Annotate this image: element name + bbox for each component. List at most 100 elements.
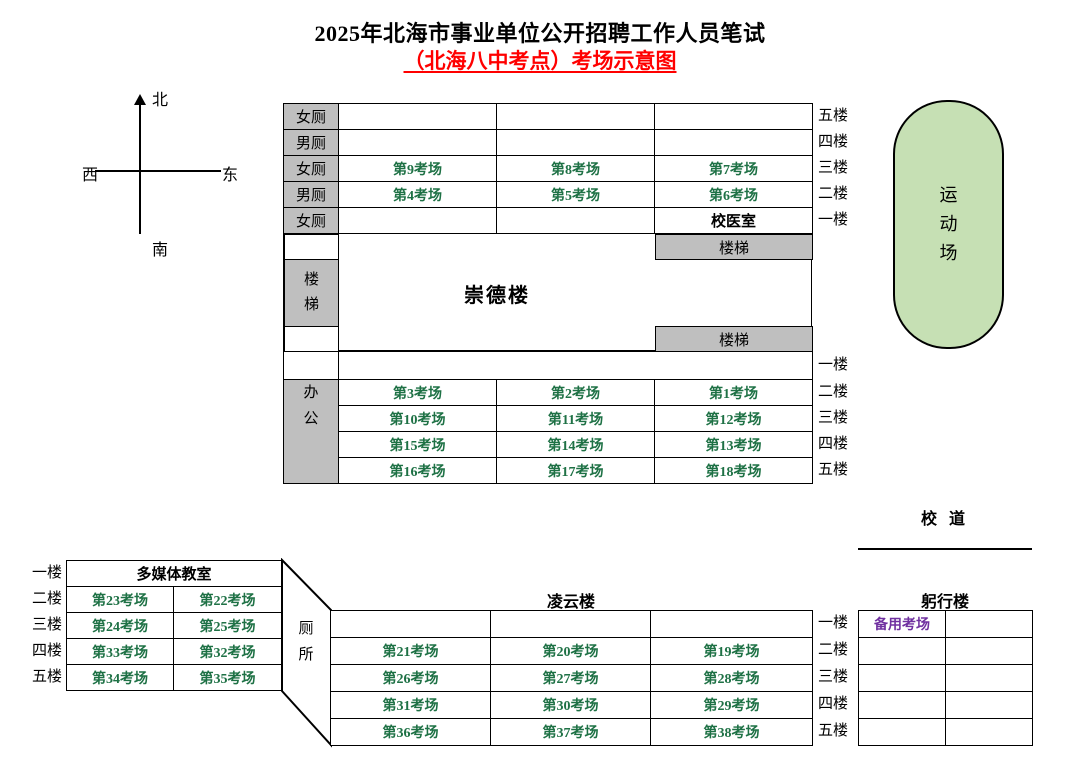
exam-room: 第5考场 xyxy=(496,181,655,208)
exam-room: 第19考场 xyxy=(650,637,813,665)
floor-label: 三楼 xyxy=(31,617,62,633)
empty-cell xyxy=(284,326,339,352)
exam-room: 第23考场 xyxy=(66,586,174,613)
floor-label: 二楼 xyxy=(818,384,849,400)
floor-label: 二楼 xyxy=(818,642,849,658)
empty-room-cell xyxy=(945,664,1033,692)
empty-room-cell xyxy=(338,351,813,380)
exam-room: 第9考场 xyxy=(338,155,497,182)
floor-label: 三楼 xyxy=(818,160,849,176)
exam-room: 第20考场 xyxy=(490,637,651,665)
empty-room-cell xyxy=(858,637,946,665)
exam-room: 第17考场 xyxy=(496,457,655,484)
exam-room: 第1考场 xyxy=(654,379,813,406)
road-line xyxy=(858,548,1032,550)
exam-room: 第18考场 xyxy=(654,457,813,484)
sports-field: 运 动 场 xyxy=(893,100,1004,349)
floor-label: 五楼 xyxy=(818,462,849,478)
empty-room-cell xyxy=(858,691,946,719)
toilet-label: 厕 所 xyxy=(285,616,327,668)
empty-room-cell xyxy=(945,637,1033,665)
sports-field-label-char: 运 xyxy=(939,185,958,205)
restroom-label: 女厕 xyxy=(283,207,339,234)
floor-label: 五楼 xyxy=(818,108,849,124)
restroom-label: 女厕 xyxy=(283,103,339,130)
floor-label: 一楼 xyxy=(31,565,62,581)
empty-room-cell xyxy=(945,691,1033,719)
exam-room: 第29考场 xyxy=(650,691,813,719)
floor-label: 五楼 xyxy=(818,723,849,739)
compass-vertical-line xyxy=(139,104,141,234)
exam-room: 第16考场 xyxy=(338,457,497,484)
restroom-label: 男厕 xyxy=(283,129,339,156)
empty-room-cell xyxy=(650,610,813,638)
empty-room-cell xyxy=(496,129,655,156)
restroom-label: 女厕 xyxy=(283,155,339,182)
compass-north-label: 北 xyxy=(152,92,169,109)
exam-room: 第38考场 xyxy=(650,718,813,746)
empty-room-cell xyxy=(654,129,813,156)
sports-field-label-char: 场 xyxy=(939,243,958,263)
stairs-cell: 楼梯 xyxy=(655,326,813,352)
empty-room-cell xyxy=(490,610,651,638)
floor-label: 四楼 xyxy=(818,134,849,150)
floor-label: 四楼 xyxy=(818,436,849,452)
empty-room-cell xyxy=(858,718,946,746)
floor-label: 三楼 xyxy=(818,410,849,426)
empty-cell xyxy=(283,351,339,380)
office-label-char: 办 xyxy=(303,385,319,401)
empty-room-cell xyxy=(945,718,1033,746)
exam-room: 第13考场 xyxy=(654,431,813,458)
chongde-middle-section: 楼 梯 楼梯 楼梯 崇德楼 xyxy=(283,233,813,352)
lingyun-table: 第21考场 第20考场 第19考场 第26考场 第27考场 第28考场 第31考… xyxy=(330,610,813,746)
floor-label: 五楼 xyxy=(31,669,62,685)
exam-room: 第8考场 xyxy=(496,155,655,182)
page-title: 2025年北海市事业单位公开招聘工作人员笔试 xyxy=(314,21,766,46)
exam-room: 第22考场 xyxy=(173,586,282,613)
left-building-table: 多媒体教室 第23考场 第22考场 第24考场 第25考场 第33考场 第32考… xyxy=(66,560,282,691)
empty-room-cell xyxy=(945,610,1033,638)
empty-room-cell xyxy=(330,610,491,638)
exam-room: 第25考场 xyxy=(173,612,282,639)
exam-room: 第2考场 xyxy=(496,379,655,406)
empty-room-cell xyxy=(654,103,813,130)
road-label: 校 道 xyxy=(920,511,969,528)
empty-room-cell xyxy=(858,664,946,692)
exam-room: 第27考场 xyxy=(490,664,651,692)
compass-horizontal-line xyxy=(95,170,221,172)
exam-room: 第28考场 xyxy=(650,664,813,692)
exam-room: 第12考场 xyxy=(654,405,813,432)
exam-room: 第30考场 xyxy=(490,691,651,719)
stairs-label: 楼 xyxy=(303,272,319,288)
stairs-cell: 楼梯 xyxy=(655,234,813,260)
empty-room-cell xyxy=(496,207,655,234)
building-name-gongxing: 躬行楼 xyxy=(920,594,969,611)
building-name-lingyun: 凌云楼 xyxy=(546,594,595,611)
empty-room-cell xyxy=(338,207,497,234)
compass-north-arrow-icon xyxy=(134,94,146,105)
floor-label: 三楼 xyxy=(818,669,849,685)
toilet-label-char: 厕 xyxy=(298,621,314,637)
gongxing-table: 备用考场 xyxy=(858,610,1033,746)
exam-room: 第37考场 xyxy=(490,718,651,746)
chongde-lower-table: 办 公 第3考场 第2考场 第1考场 第10考场 第11考场 第12考场 第15… xyxy=(283,351,813,484)
exam-room: 第4考场 xyxy=(338,181,497,208)
floor-label: 二楼 xyxy=(818,186,849,202)
exam-room: 第26考场 xyxy=(330,664,491,692)
floor-label: 四楼 xyxy=(818,696,849,712)
compass-south-label: 南 xyxy=(152,242,169,259)
exam-room: 第24考场 xyxy=(66,612,174,639)
reserve-room-cell: 备用考场 xyxy=(858,610,946,638)
building-name-chongde: 崇德楼 xyxy=(464,284,530,307)
floor-label: 一楼 xyxy=(818,357,849,373)
floor-label: 一楼 xyxy=(818,212,849,228)
office-cell: 办 公 xyxy=(283,379,339,484)
exam-room: 第34考场 xyxy=(66,664,174,691)
exam-room: 第35考场 xyxy=(173,664,282,691)
empty-room-cell xyxy=(338,103,497,130)
exam-room: 第11考场 xyxy=(496,405,655,432)
empty-room-cell xyxy=(496,103,655,130)
exam-room: 第36考场 xyxy=(330,718,491,746)
compass-west-label: 西 xyxy=(82,167,99,184)
